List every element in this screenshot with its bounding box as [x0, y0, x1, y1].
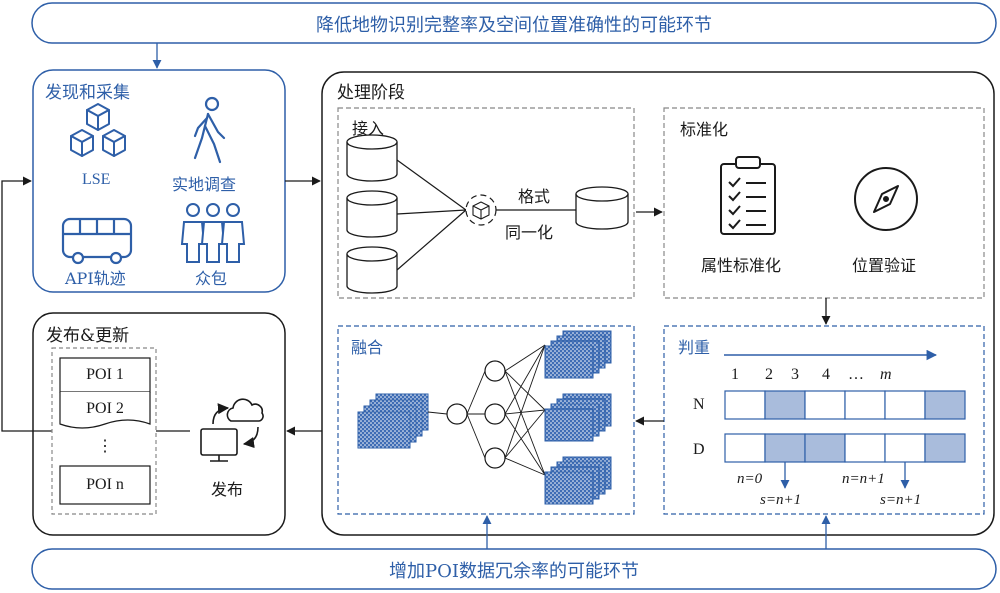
- position-verify-label: 位置验证: [852, 256, 917, 275]
- cubes-icon: [70, 103, 126, 157]
- fusion-title: 融合: [351, 338, 384, 357]
- format-label-2: 同一化: [505, 223, 554, 242]
- output-stacks: [544, 330, 612, 505]
- discovery-box: [32, 69, 286, 293]
- bus-icon: [61, 217, 133, 265]
- dedup-annot-n1: n=n+1: [842, 471, 885, 487]
- ingest-box: [337, 107, 635, 299]
- clipboard-checklist-icon: [720, 156, 776, 235]
- publish-title: 发布&更新: [46, 326, 130, 346]
- poi-item-2: POI 2: [86, 400, 124, 417]
- crowd-icon: [180, 203, 246, 263]
- input-stack: [357, 393, 429, 449]
- dedup-box: [663, 325, 985, 515]
- discovery-label-crowd: 众包: [195, 269, 228, 288]
- n-row-cell: [844, 390, 886, 420]
- dedup-index-label: m: [880, 366, 892, 383]
- d-row-cell: [924, 433, 966, 463]
- n-row-cell: [884, 390, 926, 420]
- d-row-cell: [884, 433, 926, 463]
- processing-box: [321, 71, 995, 536]
- dedup-cells: [724, 390, 966, 463]
- network-nodes: [446, 360, 506, 469]
- processing-title: 处理阶段: [337, 83, 405, 103]
- bottom-banner-text: 增加POI数据冗余率的可能环节: [389, 561, 639, 582]
- standardize-box: [663, 107, 985, 299]
- discovery-label-survey: 实地调查: [172, 175, 237, 194]
- n-row-cell: [804, 390, 846, 420]
- cloud-computer-icon: [200, 398, 264, 462]
- dedup-index-label: …: [848, 366, 864, 383]
- n-row-cell: [724, 390, 766, 420]
- top-banner-text: 降低地物识别完整率及空间位置准确性的可能环节: [316, 15, 712, 36]
- ingest-lines: [396, 159, 576, 271]
- poi-cards: [59, 357, 151, 505]
- poi-item-n: POI n: [86, 476, 124, 493]
- feedback-arrow: [1, 176, 52, 432]
- walking-person-icon: [193, 96, 226, 164]
- dedup-title: 判重: [678, 338, 711, 357]
- ingest-title: 接入: [352, 119, 385, 138]
- fusion-box: [337, 325, 635, 515]
- dedup-annot-s1: s=n+1: [760, 492, 802, 508]
- dedup-index-label: 3: [791, 366, 799, 383]
- bottom-banner-frame: [31, 548, 997, 590]
- transform-icon: [465, 194, 497, 226]
- network-edges: [427, 344, 546, 476]
- dedup-pointer-arrows: [780, 462, 910, 489]
- top-banner-frame: [31, 2, 997, 44]
- n-row-cell: [764, 390, 806, 420]
- discovery-label-lse: LSE: [82, 171, 111, 188]
- discovery-title: 发现和采集: [45, 83, 130, 103]
- poi-item-ellipsis: ⋮: [97, 438, 113, 455]
- poi-list-frame: [51, 347, 157, 515]
- poi-item-1: POI 1: [86, 366, 124, 383]
- d-row-cell: [844, 433, 886, 463]
- dedup-annot-s2: s=n+1: [880, 492, 922, 508]
- dedup-row-label-n: N: [693, 396, 705, 413]
- publish-label: 发布: [211, 480, 244, 499]
- n-row-cell: [924, 390, 966, 420]
- dedup-index-label: 1: [731, 366, 739, 383]
- dedup-annot-n0: n=0: [737, 471, 763, 487]
- standardize-title: 标准化: [680, 120, 729, 139]
- attr-standardize-label: 属性标准化: [701, 256, 782, 275]
- dedup-row-label-d: D: [693, 441, 705, 458]
- discovery-label-api: API轨迹: [65, 269, 126, 288]
- d-row-cell: [804, 433, 846, 463]
- dedup-index-label: 4: [822, 366, 830, 383]
- database-cylinders: [346, 134, 629, 294]
- d-row-cell: [724, 433, 766, 463]
- d-row-cell: [764, 433, 806, 463]
- dedup-index-label: 2: [765, 366, 773, 383]
- format-label-1: 格式: [518, 187, 551, 206]
- compass-icon: [854, 167, 918, 231]
